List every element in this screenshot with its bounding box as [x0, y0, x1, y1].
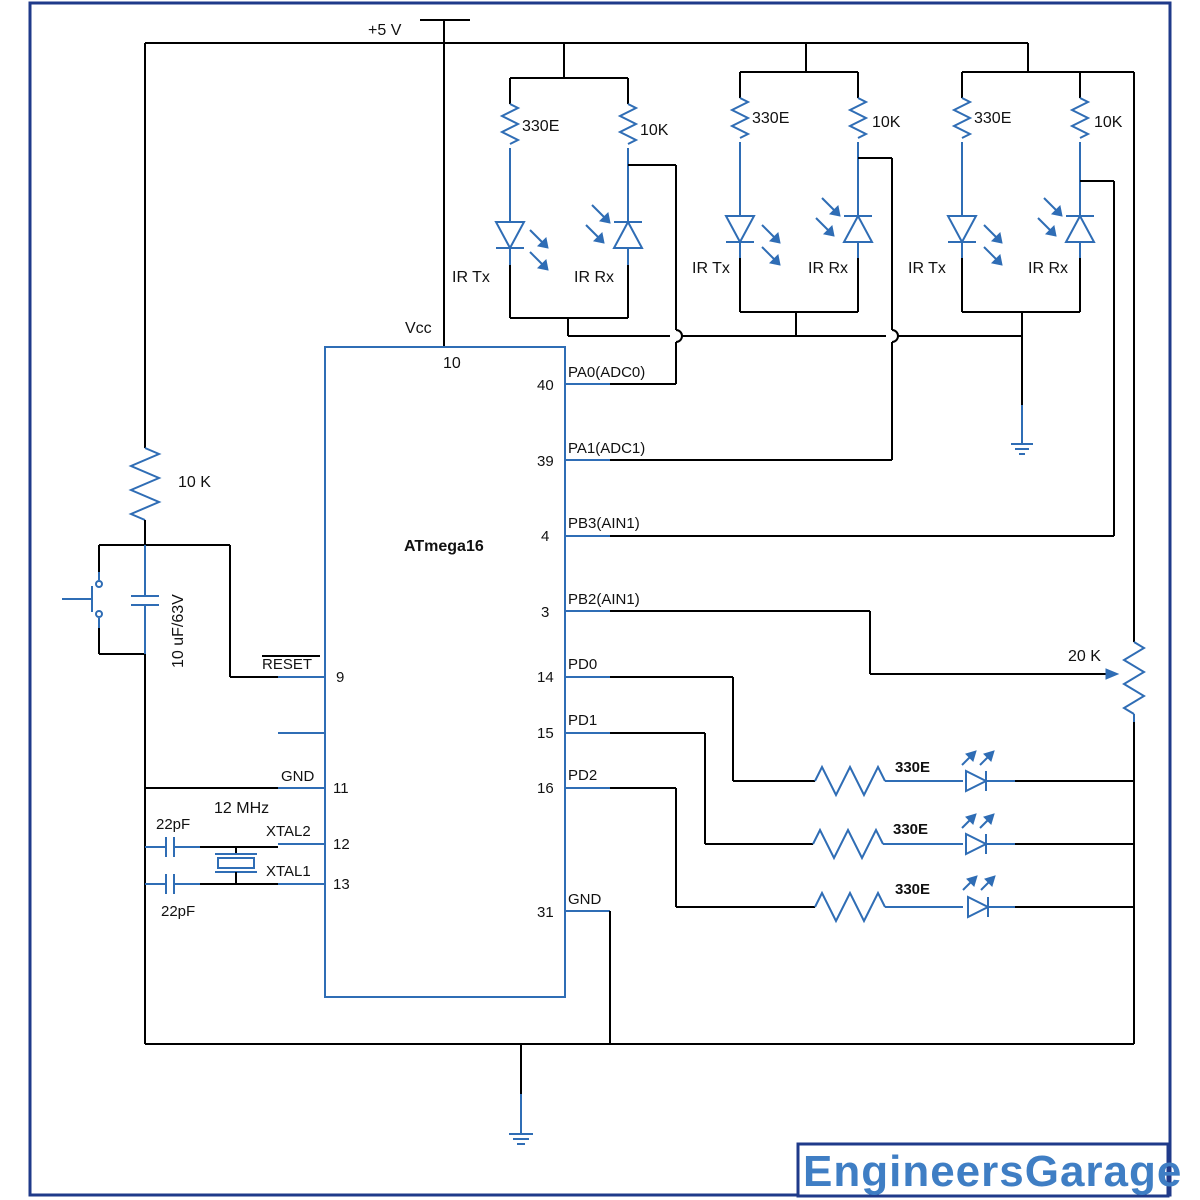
led-indicator-1: 330E — [610, 676, 1134, 798]
resistor-label: 330E — [522, 118, 559, 135]
resistor-label: 330E — [752, 110, 789, 127]
pin-label-pd0: PD0 — [568, 656, 597, 673]
capacitor-label: 22pF — [156, 816, 190, 833]
resistor-10k-rx3 — [1069, 97, 1091, 139]
resistor-330e-tx1 — [499, 103, 521, 145]
resistor-10k-rx1 — [617, 103, 639, 145]
ir-photodiode-rx1 — [612, 219, 644, 249]
resistor-10k-rx2 — [847, 97, 869, 139]
pin-label-pb3: PB3(AIN1) — [568, 515, 640, 532]
pin-label-xtal2: XTAL2 — [266, 823, 311, 840]
ir-tx-label: IR Tx — [908, 260, 946, 277]
pin-label-gnd: GND — [281, 768, 315, 785]
ir-rx-label: IR Rx — [574, 269, 614, 286]
main-ground — [145, 911, 1134, 1145]
led-indicator-2: 330E — [610, 732, 1134, 861]
pin-label-pa1: PA1(ADC1) — [568, 440, 645, 457]
pin-number: 40 — [537, 377, 554, 394]
pin-label-pa0: PA0(ADC0) — [568, 364, 645, 381]
sensor-ground-bus — [568, 335, 1033, 455]
pin-number: 16 — [537, 780, 554, 797]
atmega16-chip: ATmega16 Vcc 10 PA0(ADC0) 40 PA1(ADC1) 3… — [262, 320, 645, 998]
resistor-label: 10 K — [178, 474, 211, 491]
pin-number: 13 — [333, 876, 350, 893]
resistor-label: 10K — [640, 122, 669, 139]
ir-sensor-1: 330E 10K IR Tx IR Rx — [452, 43, 683, 384]
outer-frame — [28, 1, 1172, 1197]
crystal-freq-label: 12 MHz — [214, 800, 269, 817]
potentiometer-20k: 20 K — [1068, 72, 1146, 722]
pin-number: 12 — [333, 836, 350, 853]
crystal-oscillator: 12 MHz 22pF 22pF — [145, 787, 278, 920]
resistor-label: 330E — [895, 759, 930, 776]
pin-label-pb2: PB2(AIN1) — [568, 591, 640, 608]
resistor-label: 10K — [1094, 114, 1123, 131]
signal-wires — [610, 383, 1120, 680]
ir-rx-label: IR Rx — [808, 260, 848, 277]
supply-label: +5 V — [368, 22, 402, 39]
pin-number: 39 — [537, 453, 554, 470]
ir-sensor-3: 330E 10K IR Tx IR Rx — [908, 71, 1134, 536]
resistor-330e-tx2 — [729, 97, 751, 139]
pin-label-gnd: GND — [568, 891, 602, 908]
ir-photodiode-rx3 — [1064, 213, 1096, 243]
resistor-label: 330E — [895, 881, 930, 898]
ir-tx-label: IR Tx — [692, 260, 730, 277]
resistor-330e-tx3 — [951, 97, 973, 139]
brand-logo: EngineersGarage — [796, 1142, 1182, 1198]
ir-led-tx1 — [494, 221, 526, 251]
ir-led-tx3 — [946, 215, 978, 245]
pin-number: 3 — [541, 604, 549, 621]
pin-number: 15 — [537, 725, 554, 742]
supply-rail: +5 V — [145, 19, 1029, 346]
led-indicator-3: 330E — [610, 787, 1134, 924]
resistor-label: 330E — [893, 821, 928, 838]
pin-label-reset: RESET — [262, 656, 312, 673]
ir-tx-label: IR Tx — [452, 269, 490, 286]
pin-number: 9 — [336, 669, 344, 686]
ir-rx-label: IR Rx — [1028, 260, 1068, 277]
capacitor-label: 22pF — [161, 903, 195, 920]
capacitor-label: 10 uF/63V — [170, 594, 187, 668]
reset-circuit: 10 K 10 uF/63V — [62, 43, 278, 1044]
pin-number: 4 — [541, 528, 549, 545]
pin-number: 10 — [443, 355, 461, 372]
pot-label: 20 K — [1068, 648, 1101, 665]
pin-number: 14 — [537, 669, 554, 686]
vcc-label: Vcc — [405, 320, 432, 337]
pin-label-xtal1: XTAL1 — [266, 863, 311, 880]
pin-number: 31 — [537, 904, 554, 921]
ir-led-tx2 — [724, 215, 756, 245]
pin-label-pd1: PD1 — [568, 712, 597, 729]
pin-number: 11 — [333, 780, 349, 797]
resistor-label: 330E — [974, 110, 1011, 127]
resistor-label: 10K — [872, 114, 901, 131]
ir-photodiode-rx2 — [842, 213, 874, 243]
ir-sensor-2: 330E 10K IR Tx IR Rx — [692, 43, 901, 460]
pin-label-pd2: PD2 — [568, 767, 597, 784]
brand-text: EngineersGarage — [803, 1147, 1182, 1196]
mcu-name: ATmega16 — [404, 538, 484, 555]
